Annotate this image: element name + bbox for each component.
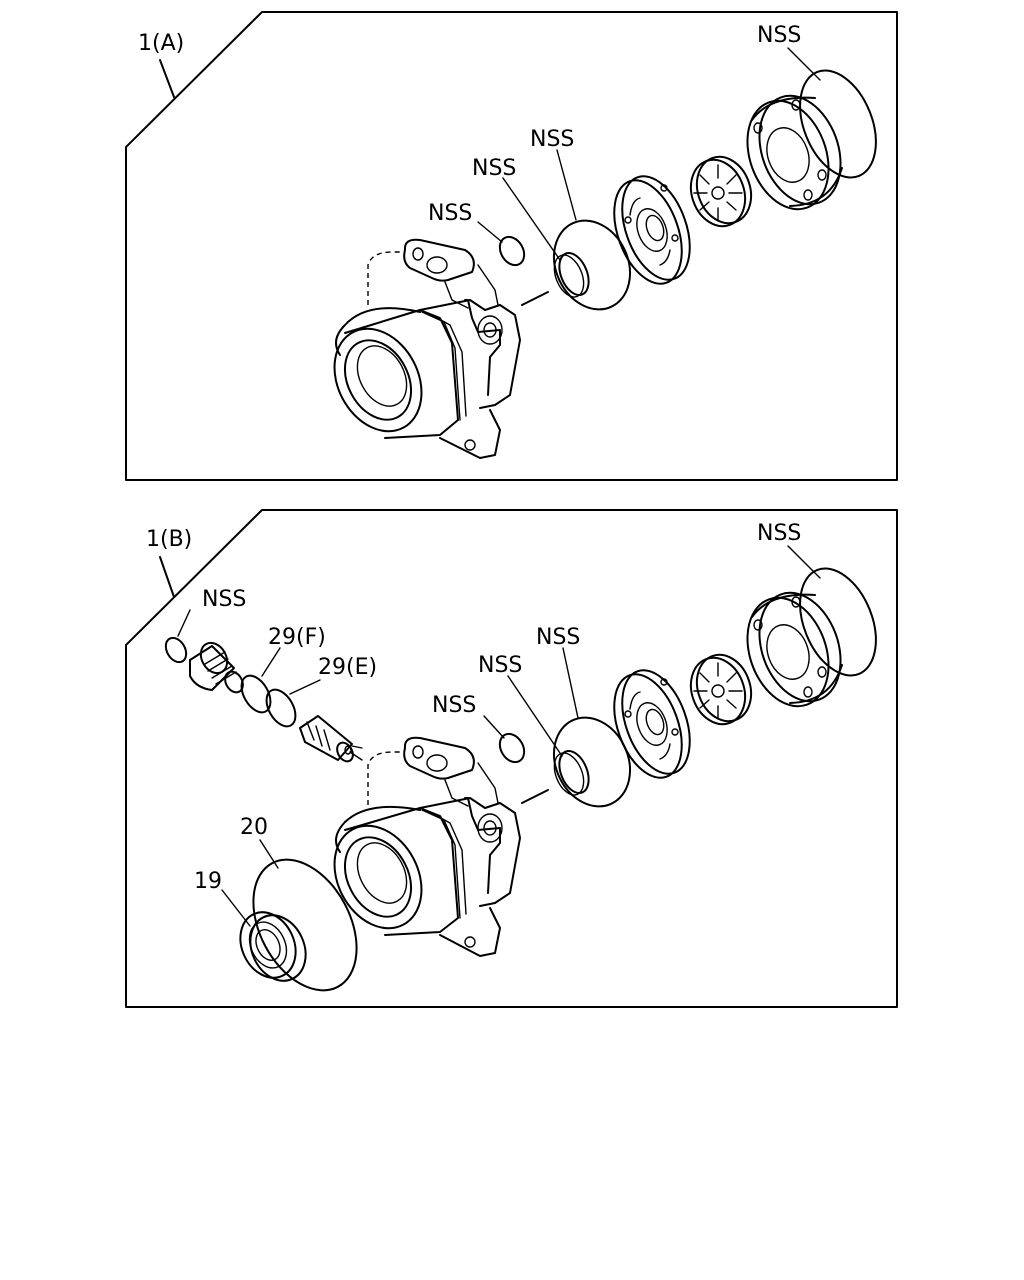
panel-b: 1(B) [125, 509, 898, 1008]
nss-callout: NSS [478, 653, 522, 678]
gasket-large [553, 219, 631, 311]
pressure-plate [613, 669, 691, 779]
valve-plug [189, 641, 244, 694]
nss-callout: NSS [472, 156, 516, 181]
o-ring-small [498, 235, 526, 267]
gasket-large [553, 716, 631, 808]
o-ring-valve-cap [164, 636, 188, 664]
panel-a-label: 1(A) [138, 31, 184, 56]
nss-callout: NSS [428, 201, 472, 226]
seal-ring-large [799, 69, 877, 179]
oil-seal-19 [239, 911, 307, 982]
o-ring-29f [240, 674, 272, 714]
nss-callout: NSS [757, 521, 801, 546]
nss-callout: NSS [530, 127, 574, 152]
nss-callout: NSS [757, 23, 801, 48]
part-19-label: 19 [194, 869, 222, 894]
pump-housing [333, 238, 549, 459]
nss-callout: NSS [536, 625, 580, 650]
part-20-label: 20 [240, 815, 268, 840]
o-ring-small [498, 732, 526, 764]
panel-b-frame [125, 509, 898, 1008]
gasket-20 [252, 858, 358, 992]
panel-a-frame [125, 11, 898, 481]
pressure-plate [613, 175, 691, 285]
panel-b-label: 1(B) [146, 527, 192, 552]
pump-housing [333, 736, 549, 957]
o-ring-medium [558, 750, 590, 794]
rotor [689, 155, 753, 228]
nss-callout: NSS [432, 693, 476, 718]
o-ring-medium [558, 252, 590, 296]
panel-a: 1(A) [125, 11, 898, 481]
nss-callout: NSS [202, 587, 246, 612]
part-29e-label: 29(E) [318, 655, 377, 680]
rotor [689, 653, 753, 726]
part-29f-label: 29(F) [268, 625, 326, 650]
cam-ring [746, 591, 843, 708]
valve-spool [299, 715, 363, 763]
seal-ring-large [799, 567, 877, 677]
o-ring-29e [265, 688, 297, 728]
